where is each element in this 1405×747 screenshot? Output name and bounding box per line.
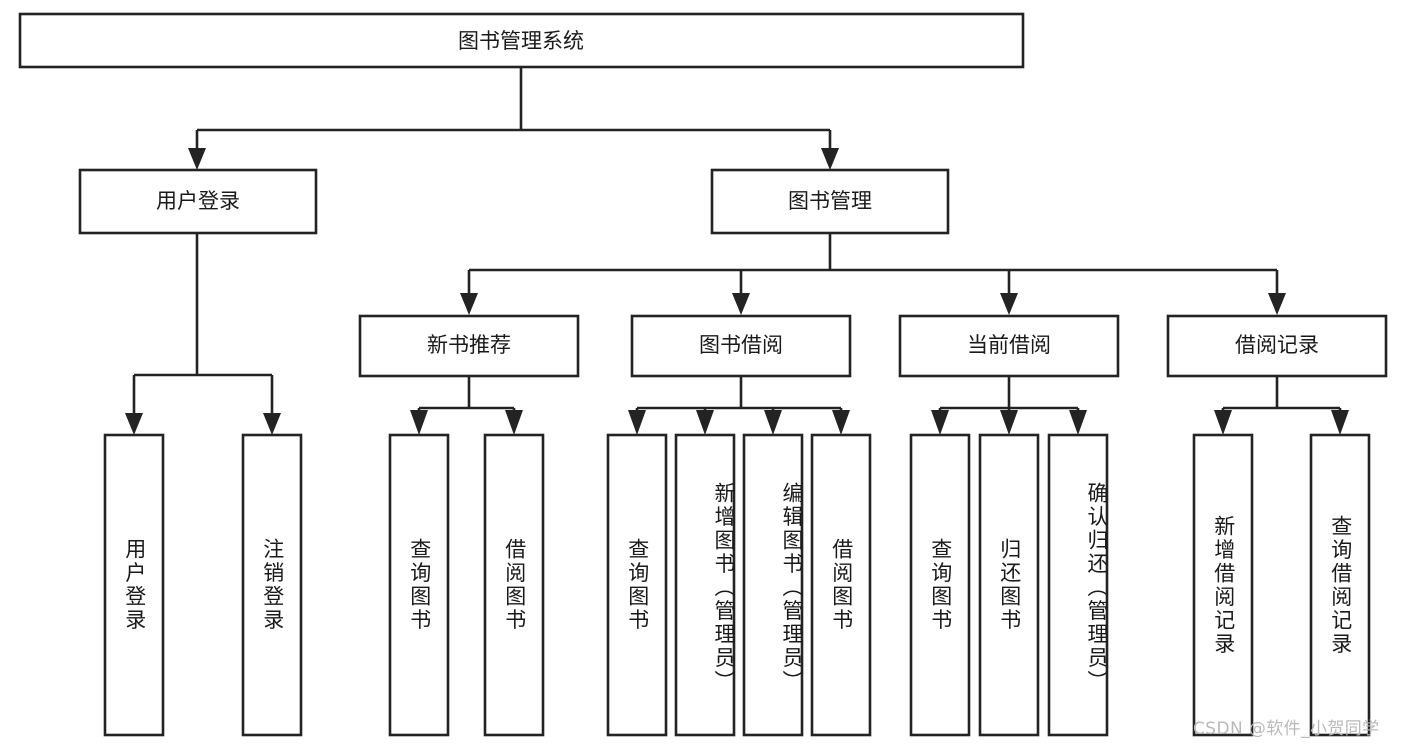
csdn-watermark: CSDN @软件_小贺同学 (1193, 719, 1380, 739)
arrow-head-leaf-query-book-3 (931, 410, 949, 435)
leaf-boxes (103, 433, 1371, 737)
leaf-box-confirm-return[interactable] (1047, 433, 1109, 737)
node-book-management-box[interactable] (710, 168, 950, 235)
leaf-box-return-book[interactable] (978, 433, 1040, 737)
node-new-book-recommend-label: 新书推荐 (427, 333, 511, 357)
node-borrow-record-box[interactable] (1166, 314, 1388, 378)
node-user-login-box[interactable] (78, 168, 318, 235)
node-current-borrow-label: 当前借阅 (967, 333, 1051, 357)
arrow-head-leaf-query-record (1331, 410, 1349, 435)
arrow-head-user-login (188, 148, 206, 170)
arrow-head-leaf-confirm-return (1069, 410, 1087, 435)
leaf-box-add-record[interactable] (1192, 433, 1254, 737)
arrow-head-leaf-logout-login (263, 413, 281, 435)
node-book-borrow[interactable]: 图书借阅 (630, 314, 852, 378)
node-root-system[interactable]: 图书管理系统 (18, 12, 1025, 69)
node-new-book-recommend-box[interactable] (358, 314, 580, 378)
node-borrow-record-label: 借阅记录 (1235, 333, 1319, 357)
arrow-head-leaf-return-book (1000, 410, 1018, 435)
node-new-book-recommend[interactable]: 新书推荐 (358, 314, 580, 378)
arrow-head-leaf-add-book (696, 410, 714, 435)
leaf-box-user-login[interactable] (103, 433, 165, 737)
leaf-box-query-book-1[interactable] (388, 433, 450, 737)
node-user-login[interactable]: 用户登录 (78, 168, 318, 235)
arrow-head-leaf-query-book-2 (628, 410, 646, 435)
node-current-borrow-box[interactable] (898, 314, 1120, 378)
leaf-box-add-book[interactable] (674, 433, 736, 737)
connector-group-book-management (460, 233, 1286, 315)
connector-group-book-borrow (628, 376, 850, 435)
arrow-head-leaf-edit-book (764, 410, 782, 435)
arrow-head-leaf-user-login (125, 413, 143, 435)
connector-group-root (188, 67, 839, 170)
arrow-head-borrow-record (1268, 293, 1286, 315)
arrow-head-leaf-query-book-1 (410, 410, 428, 435)
leaf-box-query-book-2[interactable] (606, 433, 668, 737)
arrow-head-current-borrow (1000, 293, 1018, 315)
leaf-box-borrow-book-1[interactable] (483, 433, 545, 737)
node-book-management-label: 图书管理 (788, 189, 872, 213)
arrow-head-new-book-recommend (460, 293, 478, 315)
node-root-box[interactable] (18, 12, 1025, 69)
node-book-management[interactable]: 图书管理 (710, 168, 950, 235)
leaf-box-edit-book[interactable] (742, 433, 804, 737)
node-borrow-record[interactable]: 借阅记录 (1166, 314, 1388, 378)
node-book-borrow-box[interactable] (630, 314, 852, 378)
node-book-borrow-label: 图书借阅 (699, 333, 783, 357)
connector-group-current-borrow (931, 376, 1087, 435)
leaf-box-query-book-3[interactable] (909, 433, 971, 737)
node-user-login-label: 用户登录 (156, 189, 240, 213)
connector-group-borrow-record (1214, 376, 1349, 435)
node-root-label: 图书管理系统 (458, 29, 584, 53)
connector-group-user-login (125, 233, 281, 435)
leaf-box-query-record[interactable] (1309, 433, 1371, 737)
node-current-borrow[interactable]: 当前借阅 (898, 314, 1120, 378)
arrow-head-leaf-borrow-book-1 (505, 410, 523, 435)
arrow-head-leaf-add-record (1214, 410, 1232, 435)
leaf-box-logout-login[interactable] (241, 433, 303, 737)
arrow-head-book-management (821, 148, 839, 170)
connector-group-new-book-recommend (410, 376, 523, 435)
arrow-head-leaf-borrow-book-2 (832, 410, 850, 435)
leaf-box-borrow-book-2[interactable] (810, 433, 872, 737)
arrow-head-book-borrow (732, 293, 750, 315)
